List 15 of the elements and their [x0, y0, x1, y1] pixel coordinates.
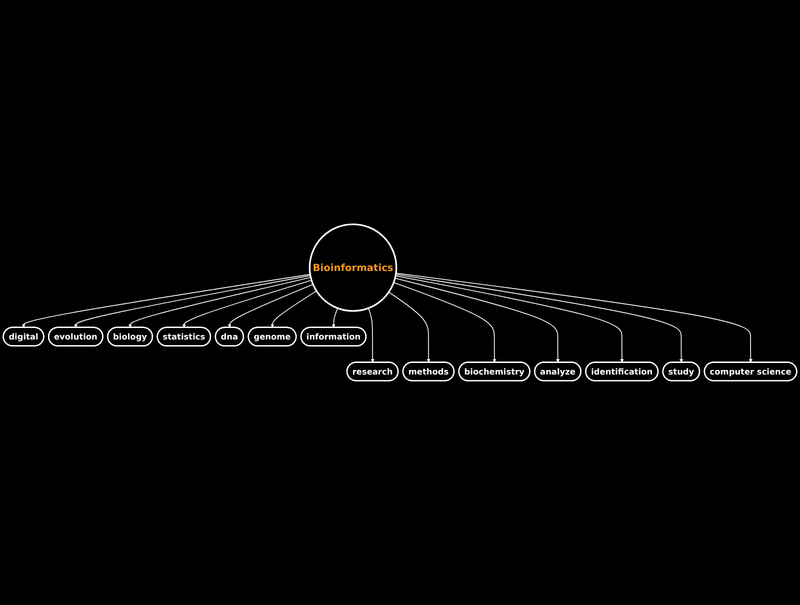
arrow — [270, 290, 317, 328]
arrow — [228, 284, 314, 328]
arrow — [395, 274, 684, 363]
arrow — [74, 275, 311, 328]
arrow — [394, 278, 560, 363]
node-circle: Bioinformatics — [308, 223, 398, 312]
arrow — [182, 280, 312, 328]
arrow — [395, 275, 624, 363]
arrow — [396, 272, 752, 363]
arrow — [388, 292, 430, 363]
arrow — [393, 282, 496, 363]
arrow — [128, 277, 312, 328]
arrow — [332, 308, 338, 328]
arrow — [368, 308, 374, 363]
arrow — [22, 274, 311, 328]
